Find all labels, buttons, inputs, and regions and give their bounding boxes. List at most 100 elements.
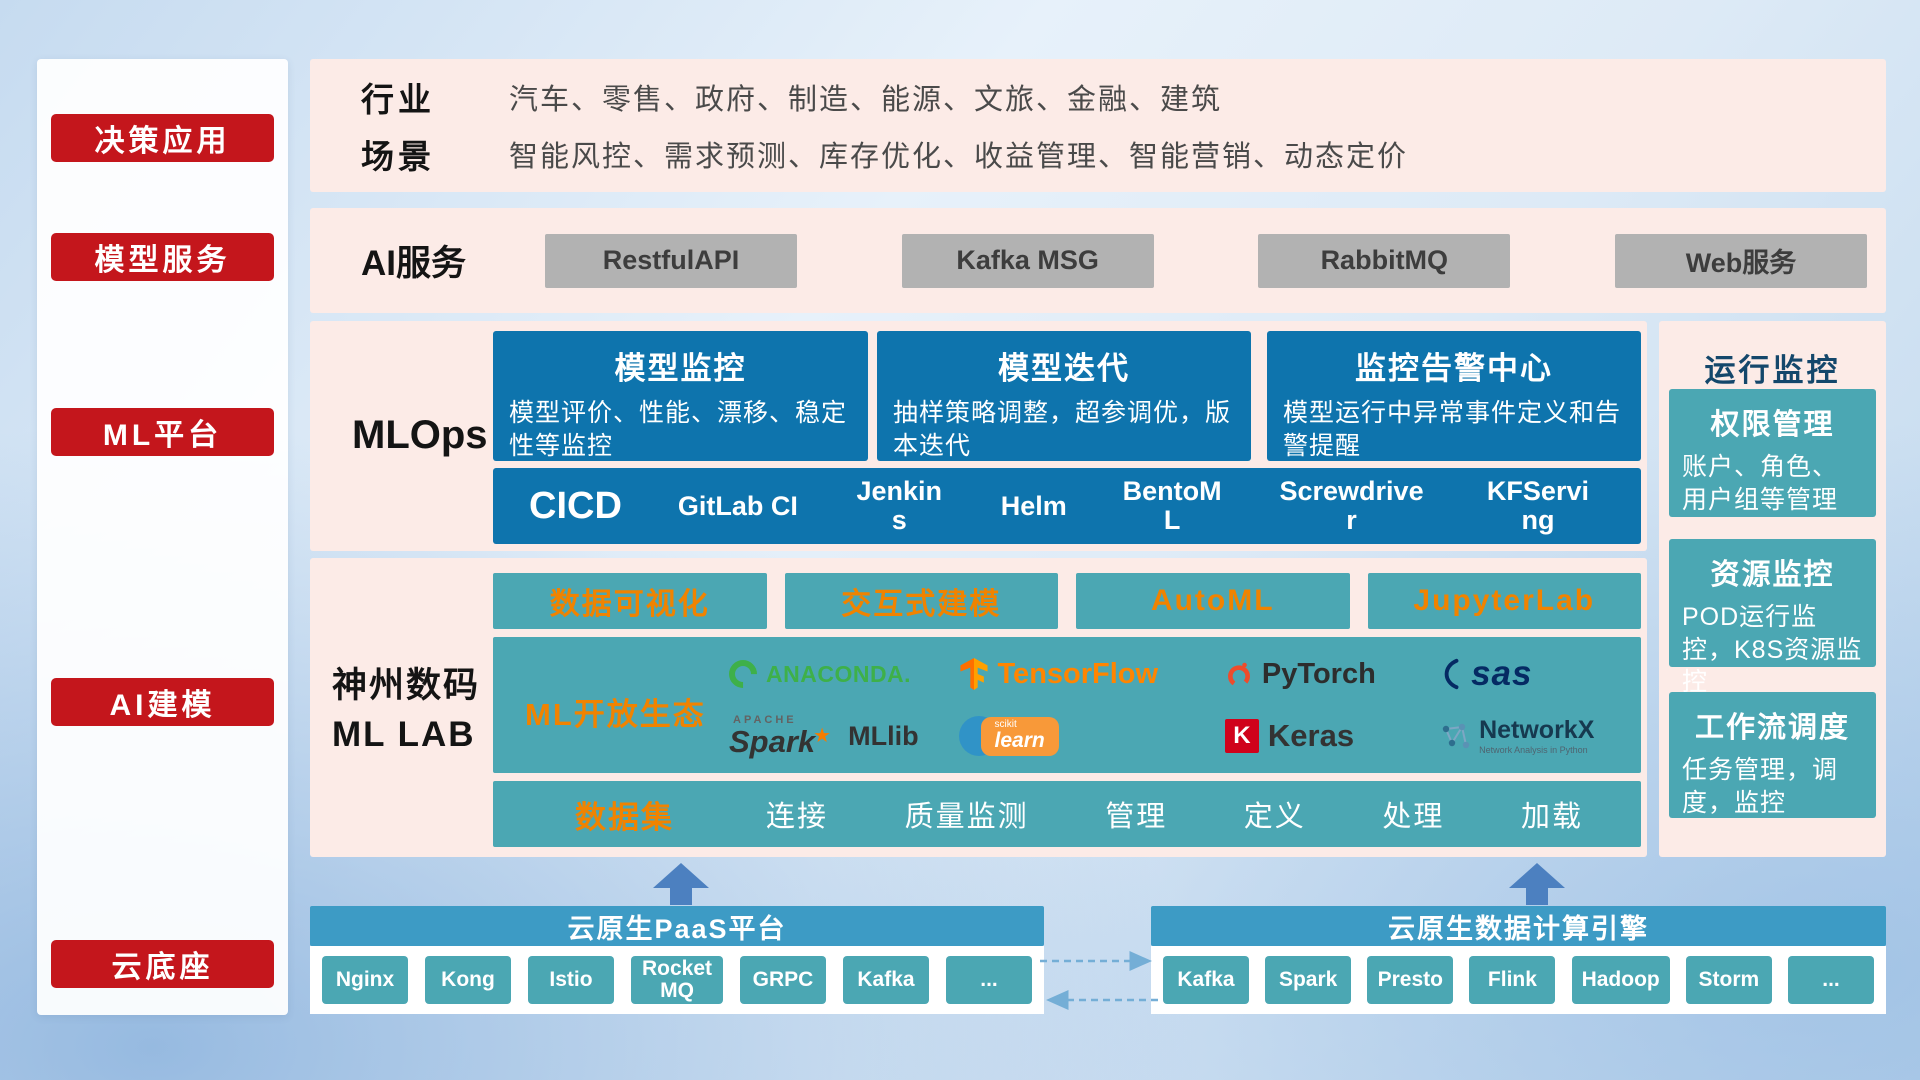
card-title: 模型监控 [614,351,747,386]
dataset-item-manage: 管理 [1105,801,1168,833]
arrow-head [1509,863,1565,888]
sas-logo: sas [1426,654,1631,694]
data-engine-components: Kafka Spark Presto Flink Hadoop Storm ..… [1151,946,1886,1014]
ai-service-panel: AI服务 RestfulAPI Kafka MSG RabbitMQ Web服务 [310,208,1886,313]
runtime-monitoring-panel: 运行监控 权限管理 账户、角色、用户组等管理 资源监控 POD运行监控，K8S资… [1659,321,1886,857]
kafka-msg-chip: Kafka MSG [901,233,1154,288]
card-title: 资源监控 [1710,559,1835,591]
workflow-scheduling-card: 工作流调度 任务管理，调度，监控 [1669,692,1876,818]
pytorch-logo: PyTorch [1211,658,1426,691]
data-visualization-chip: 数据可视化 [493,573,767,629]
resource-monitoring-card: 资源监控 POD运行监控，K8S资源监控 [1669,539,1876,696]
keras-k-icon: K [1224,719,1259,753]
cicd-tools: GitLab CI Jenkins Helm BentoML Screwdriv… [678,477,1597,534]
helm-item: Helm [1000,490,1067,521]
card-desc: POD运行监控，K8S资源监控 [1682,603,1863,696]
networkx-subtitle: Network Analysis in Python [1479,745,1588,756]
dataset-label: 数据集 [575,799,674,835]
jenkins-item: Jenkins [856,476,943,535]
rocketmq-chip: RocketMQ [631,956,723,1004]
dataset-item-process: 处理 [1382,801,1445,833]
dataset-items: 连接 质量监测 管理 定义 处理 加载 [766,793,1583,835]
dataset-item-load: 加载 [1520,801,1583,833]
ml-lab-label-line2: ML LAB [332,715,476,754]
card-desc: 抽样策略调整，超参调优，版本迭代 [893,399,1232,460]
category-ai-modeling: AI建模 [51,678,274,726]
category-cloud-base: 云底座 [51,940,274,988]
kong-chip: Kong [425,956,511,1004]
dataset-item-connect: 连接 [766,801,829,833]
spark-mllib-logo: APACHE Spark★ MLlib [715,714,945,759]
model-monitoring-card: 模型监控 模型评价、性能、漂移、稳定性等监控 [493,331,868,461]
mlops-label: MLOps [352,413,488,457]
permission-management-card: 权限管理 账户、角色、用户组等管理 [1669,389,1876,517]
ml-lab-label-line1: 神州数码 [332,666,481,705]
category-ml-platform: ML平台 [51,408,274,456]
ecosystem-logo-grid: ANACONDA. TensorFlow PyTorch [715,643,1631,767]
keras-wordmark: Keras [1267,718,1355,753]
ml-lab-label: 神州数码 ML LAB [332,661,480,759]
model-iteration-card: 模型迭代 抽样策略调整，超参调优，版本迭代 [877,331,1251,461]
scenario-label: 场景 [361,137,435,175]
arrow-stem [670,888,692,905]
mllib-wordmark: MLlib [848,720,919,751]
apache-text: APACHE [733,714,797,726]
pytorch-flame-icon [1227,662,1250,688]
paas-platform-components: Nginx Kong Istio RocketMQ GRPC Kafka ... [310,946,1044,1014]
platform-exchange-arrows-icon [1040,951,1158,1010]
kafka-engine-chip: Kafka [1163,956,1249,1004]
industry-label: 行业 [361,81,435,119]
hadoop-chip: Hadoop [1571,956,1670,1004]
left-category-rail: 决策应用 模型服务 ML平台 AI建模 云底座 [37,59,288,1015]
rabbitmq-chip: RabbitMQ [1258,233,1511,288]
spark-wordmark-block: APACHE Spark★ [729,714,832,759]
tensorflow-icon [959,658,988,690]
scikit-small-text: scikit [994,719,1017,730]
card-desc: 账户、角色、用户组等管理 [1682,453,1839,514]
scikit-orange-badge: scikit learn [980,717,1059,756]
industry-list: 汽车、零售、政府、制造、能源、文旅、金融、建筑 [509,84,1223,117]
card-title: 监控告警中心 [1355,351,1553,386]
nginx-chip: Nginx [322,956,408,1004]
sas-swoosh-icon [1444,658,1459,690]
ml-lab-panel: 神州数码 ML LAB 数据可视化 交互式建模 AutoML JupyterLa… [310,558,1647,857]
ecosystem-label: ML开放生态 [525,697,706,732]
networkx-wordmark-block: NetworkX Network Analysis in Python [1479,716,1594,755]
runtime-monitoring-title: 运行监控 [1704,353,1841,388]
cicd-bar: CICD GitLab CI Jenkins Helm BentoML Scre… [493,468,1641,544]
arrow-head [653,863,709,888]
alert-center-card: 监控告警中心 模型运行中异常事件定义和告警提醒 [1267,331,1641,461]
category-decision-apps: 决策应用 [51,114,274,162]
scenario-list: 智能风控、需求预测、库存优化、收益管理、智能营销、动态定价 [509,140,1409,173]
cicd-title: CICD [529,484,622,527]
card-desc: 模型评价、性能、漂移、稳定性等监控 [509,399,848,460]
storm-chip: Storm [1685,956,1772,1004]
spark-wordmark: Spark★ [729,724,832,759]
scikit-learn-logo: scikit learn [945,712,1211,760]
gitlab-ci-item: GitLab CI [677,490,798,521]
flink-chip: Flink [1469,956,1556,1004]
card-desc: 任务管理，调度，监控 [1682,756,1839,817]
industry-scenario-panel: 行业 汽车、零售、政府、制造、能源、文旅、金融、建筑 场景 智能风控、需求预测、… [310,59,1886,192]
card-title: 权限管理 [1710,409,1835,441]
card-desc: 模型运行中异常事件定义和告警提醒 [1283,399,1622,460]
bentoml-item: BentoML [1122,476,1222,535]
category-model-service: 模型服务 [51,233,274,281]
industry-row: 行业 汽车、零售、政府、制造、能源、文旅、金融、建筑 [310,73,1886,121]
paas-platform-header: 云原生PaaS平台 [310,906,1044,946]
kafka-chip: Kafka [843,956,929,1004]
networkx-logo: NetworkX Network Analysis in Python [1426,716,1631,755]
scikit-learn-text: learn [994,729,1045,752]
dataset-item-define: 定义 [1243,801,1306,833]
more-engine-chip: ... [1788,956,1874,1004]
ml-open-ecosystem-box: ML开放生态 ANACONDA. TensorFlow [493,637,1641,773]
interactive-modeling-chip: 交互式建模 [784,573,1058,629]
automl-chip: AutoML [1076,573,1350,629]
web-service-chip: Web服务 [1614,233,1867,288]
data-engine-header: 云原生数据计算引擎 [1151,906,1886,946]
restfulapi-chip: RestfulAPI [545,233,797,288]
anaconda-ring-icon [723,654,763,694]
scikit-learn-badge: scikit learn [958,712,1069,760]
ml-lab-tool-row: 数据可视化 交互式建模 AutoML JupyterLab [493,573,1641,629]
